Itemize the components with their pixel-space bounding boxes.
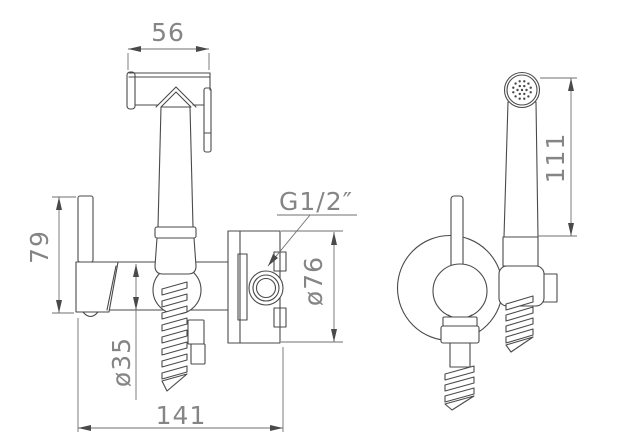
thread-label: G1/2″ [279, 187, 353, 216]
outlet-nut-stack [440, 316, 480, 368]
dim-label-141: 141 [156, 401, 207, 430]
sprayer-handle-front [502, 101, 539, 267]
dim-escutcheon-diameter: ø76 [281, 230, 343, 343]
inlet-port [248, 270, 284, 306]
valve-body [75, 261, 119, 318]
sprayer-hose-coil [505, 295, 534, 353]
dim-handle-length: 111 [538, 77, 577, 237]
thread-callout: G1/2″ [267, 187, 357, 267]
dim-label-56: 56 [151, 18, 185, 47]
dim-head-width: 56 [127, 18, 210, 70]
dim-label-111: 111 [541, 133, 570, 184]
control-lever-front [450, 195, 464, 269]
sprayer-handle-side [154, 106, 197, 275]
front-view [396, 71, 558, 411]
dimensions: 56 79 ø35 141 [25, 18, 577, 432]
side-view [75, 71, 287, 392]
outlet-hose-coil [444, 365, 475, 411]
sprayer-head-face [503, 71, 541, 109]
holder-bracket [542, 273, 558, 303]
control-lever-side [77, 195, 94, 263]
sprayer-head-side [126, 71, 212, 153]
dim-label-d76: ø76 [299, 256, 328, 306]
dim-label-d35: ø35 [107, 337, 136, 387]
hose-coil-side [161, 281, 188, 392]
dim-holder-diameter: ø35 [107, 264, 139, 400]
dim-label-79: 79 [25, 230, 54, 264]
valve-knob [432, 263, 488, 320]
hose-connector [187, 319, 206, 365]
dim-total-depth: 141 [77, 318, 284, 432]
dim-lever-height: 79 [25, 196, 76, 314]
